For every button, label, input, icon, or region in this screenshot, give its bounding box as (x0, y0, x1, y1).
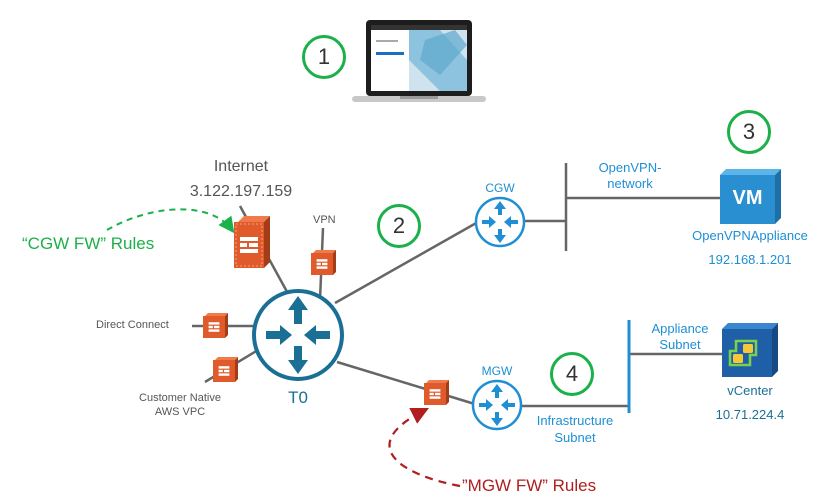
t0-label: T0 (288, 388, 308, 407)
customer-vpc-label-line1: Customer Native (139, 392, 221, 404)
vm-name: OpenVPNAppliance (692, 228, 808, 243)
vm-ip: 192.168.1.201 (708, 252, 792, 267)
infrastructure-subnet-label-line2: Subnet (554, 430, 596, 445)
mgw-router-icon[interactable] (471, 379, 523, 431)
customer-vpc-label-line2: AWS VPC (154, 406, 206, 418)
cgw-router-icon[interactable] (474, 196, 526, 248)
internet-firewall-icon[interactable] (234, 216, 270, 268)
step-1-number: 1 (317, 44, 331, 69)
t0-router-icon[interactable] (252, 289, 344, 381)
step-1-marker: 1 (302, 35, 346, 79)
vcenter-name: vCenter (727, 383, 773, 398)
vcenter-ip: 10.71.224.4 (715, 407, 785, 422)
step-2-marker: 2 (377, 204, 421, 248)
link-t0-cgw (334, 220, 479, 305)
vpn-firewall-icon[interactable] (311, 250, 336, 275)
cgw-label: CGW (485, 181, 515, 195)
mgw-firewall-icon[interactable] (424, 380, 449, 405)
customer-vpc-firewall-icon[interactable] (213, 357, 238, 382)
internet-ip: 3.122.197.159 (189, 183, 293, 200)
vcenter-icon[interactable] (722, 323, 778, 377)
direct-connect-firewall-icon[interactable] (203, 313, 228, 338)
cgw-rules-arrow (106, 208, 235, 234)
step-4-number: 4 (565, 361, 579, 386)
infrastructure-subnet-label-line1: Infrastructure (536, 413, 614, 428)
vpn-label: VPN (313, 214, 336, 226)
step-3-number: 3 (742, 119, 756, 144)
mgw-rules-annotation: ”MGW FW” Rules (462, 476, 597, 495)
openvpn-network-label-line1: OpenVPN- (598, 160, 662, 175)
link-t0-mgw (336, 360, 479, 407)
laptop-icon (352, 20, 486, 102)
vm-badge: VM (732, 187, 763, 209)
internet-label: Internet (213, 158, 269, 175)
mgw-rules-arrow (388, 408, 461, 488)
step-3-marker: 3 (727, 110, 771, 154)
direct-connect-label: Direct Connect (96, 319, 169, 331)
appliance-subnet-label-line2: Subnet (659, 337, 701, 352)
openvpn-network-label-line2: network (607, 176, 653, 191)
step-4-marker: 4 (550, 352, 594, 396)
vm-appliance-icon[interactable] (720, 169, 781, 224)
mgw-label: MGW (481, 364, 513, 378)
cgw-rules-annotation: “CGW FW” Rules (22, 234, 155, 253)
appliance-subnet-label-line1: Appliance (651, 321, 709, 336)
step-2-number: 2 (392, 213, 406, 238)
